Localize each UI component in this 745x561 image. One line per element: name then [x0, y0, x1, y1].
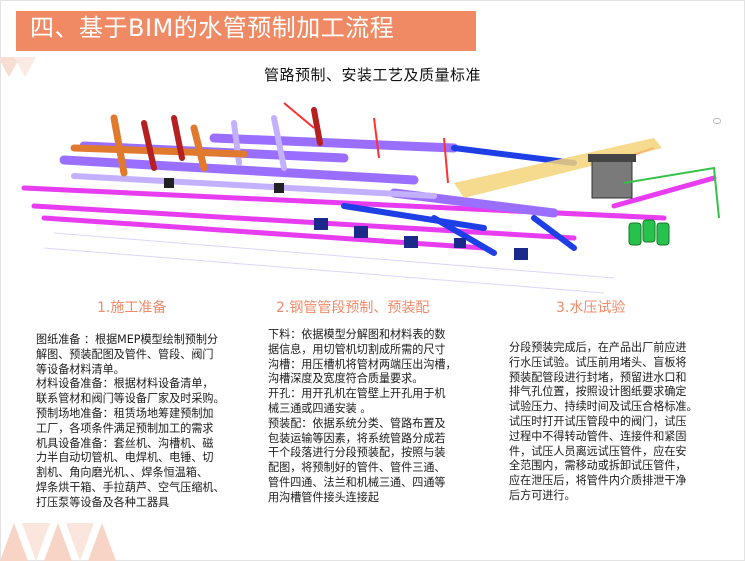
text-line: 包装运输等因素，将系统管路分成若 [268, 431, 446, 445]
text-line: 工厂，各项条件满足预制加工的需求 [36, 421, 214, 435]
text-line: 行水压试验。试压前用堵头、盲板将 [509, 355, 687, 369]
text-line: 解图、预装配图及管件、管段、阀门 [36, 347, 214, 361]
section-heading-preparation: 1.施工准备 [97, 300, 167, 316]
slide-subtitle: 管路预制、安装工艺及质量标准 [263, 66, 481, 84]
corner-mark-icon [713, 118, 721, 124]
text-line: 机具设备准备：套丝机、沟槽机、磁 [36, 436, 214, 450]
section-body-preparation: 图纸准备 ：根据MEP模型绘制预制分 解图、预装配图及管件、管段、阀门 等设备材… [36, 333, 266, 511]
text-line: 预制场地准备：租赁场地筹建预制加 [36, 406, 214, 420]
text-line: 材料设备准备：根据材料设备清单， [36, 377, 214, 391]
text-line: 焊条烘干箱、手拉葫芦、空气压缩机、 [36, 480, 225, 494]
text-line: 用沟槽管件接头连接起 [268, 490, 379, 504]
title-bar [16, 11, 476, 51]
text-line: 下料：依据模型分解图和材料表的数 [268, 328, 446, 341]
section-body-pressure-test: 分段预装完成后，在产品出厂前应进 行水压试验。试压前用堵头、盲板将 预装配管段进… [509, 341, 731, 504]
text-line: 干个段落进行分段预装配，按照与装 [268, 446, 446, 460]
text-line: 力半自动切管机、电焊机、电锤、切 [36, 451, 214, 465]
text-line: 分段预装完成后，在产品出厂前应进 [509, 341, 687, 354]
text-line: 图纸准备 ：根据MEP模型绘制预制分 [36, 333, 219, 346]
text-line: 过程中不得转动管件、连接件和紧固 [509, 429, 687, 443]
text-line: 打压泵等设备及各种工器具 [36, 495, 170, 509]
text-line: 械三通或四通安装 。 [268, 401, 372, 415]
page-title: 四、基于BIM的水管预制加工流程 [30, 14, 395, 42]
text-line: 联系管材和阀门等设备厂家及时采购。 [36, 392, 225, 406]
bim-pipe-model-illustration [21, 102, 720, 294]
text-line: 等设备材料清单。 [36, 362, 125, 376]
text-line: 沟槽深度及宽度符合质量要求。 [268, 372, 424, 386]
text-line: 预装配管段进行封堵，预留进水口和 [509, 370, 687, 384]
text-line: 预装配：依据系统分类、管路布置及 [268, 416, 446, 430]
text-line: 排气孔位置，按照设计图纸要求确定 [509, 385, 687, 399]
text-line: 应在泄压后，将管件内介质排泄干净 [509, 474, 687, 488]
section-body-prefabrication: 下料：依据模型分解图和材料表的数 据信息，用切管机切割成所需的尺寸 沟槽：用压槽… [268, 328, 488, 506]
text-line: 件，试压人员离远试压管件，应在安 [509, 444, 687, 458]
text-line: 沟槽：用压槽机将管材两端压出沟槽， [268, 357, 457, 371]
text-line: 据信息，用切管机切割成所需的尺寸 [268, 342, 446, 356]
text-line: 开孔：用开孔机在管壁上开孔用于机 [268, 387, 446, 401]
text-line: 割机、角向磨光机、、焊条恒温箱、 [36, 466, 208, 480]
text-line: 全范围内，需移动或拆卸试压管件， [509, 459, 687, 473]
text-line: 试验压力、持续时间及试压合格标准。 [509, 400, 698, 414]
text-line: 管件四通、法兰和机械三通、四通等 [268, 475, 446, 489]
text-line: 试压时打开试压管段中的阀门，试压 [509, 414, 687, 428]
section-heading-prefabrication: 2.钢管管段预制、预装配 [276, 300, 430, 316]
text-line: 后方可进行。 [509, 488, 576, 502]
text-line: 配图，将预制好的管件、管件三通、 [268, 461, 446, 475]
section-heading-pressure-test: 3.水压试验 [556, 300, 626, 316]
